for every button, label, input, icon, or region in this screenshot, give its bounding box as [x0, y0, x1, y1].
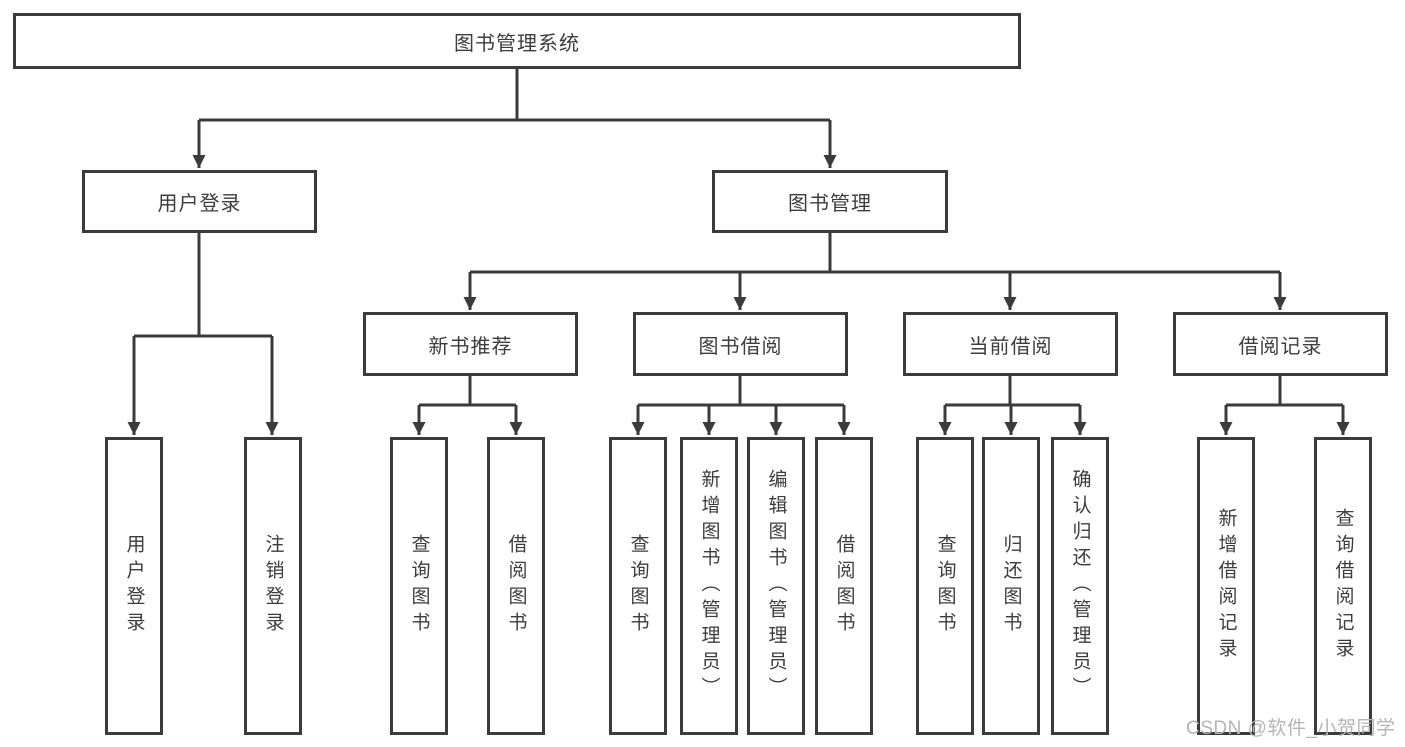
node-borrowing-records: 借阅记录 — [1173, 312, 1388, 376]
node-leaf-cb-return-books: 归还图书 — [982, 437, 1040, 735]
node-leaf-bb-edit-books-admin: 编辑图书（管理员） — [747, 437, 805, 735]
node-label: 借阅记录 — [1238, 335, 1323, 358]
connector-root-to-level2 — [192, 68, 837, 168]
node-label: 新书推荐 — [428, 335, 513, 358]
node-leaf-br-add-record: 新增借阅记录 — [1197, 437, 1255, 735]
node-label: 归还图书 — [1000, 534, 1022, 638]
node-label: 图书管理系统 — [454, 32, 580, 55]
node-current-borrowing: 当前借阅 — [903, 312, 1118, 376]
node-label: 查询图书 — [627, 534, 649, 638]
node-label: 编辑图书（管理员） — [765, 469, 787, 703]
node-label: 当前借阅 — [968, 335, 1053, 358]
node-label: 查询图书 — [408, 534, 430, 638]
node-leaf-nb-borrow-books: 借阅图书 — [487, 437, 545, 735]
node-label: 查询图书 — [934, 534, 956, 638]
node-book-borrowing: 图书借阅 — [633, 312, 848, 376]
connector-book-management-children — [463, 233, 1287, 310]
node-root-library-system: 图书管理系统 — [13, 13, 1021, 69]
node-label: 确认归还（管理员） — [1069, 469, 1091, 703]
node-book-management: 图书管理 — [712, 170, 948, 233]
node-label: 图书借阅 — [698, 335, 783, 358]
node-new-book-recommend: 新书推荐 — [363, 312, 578, 376]
connector-current-borrowing-children — [938, 376, 1087, 435]
node-leaf-bb-add-books-admin: 新增图书（管理员） — [680, 437, 738, 735]
node-user-login-branch: 用户登录 — [82, 170, 317, 233]
connector-book-borrowing-children — [631, 376, 851, 435]
node-label: 借阅图书 — [505, 534, 527, 638]
node-label: 用户登录 — [123, 534, 145, 638]
node-label: 新增图书（管理员） — [698, 469, 720, 703]
node-label: 借阅图书 — [833, 534, 855, 638]
connector-new-book-recommend-children — [412, 376, 523, 435]
node-leaf-nb-query-books: 查询图书 — [390, 437, 448, 735]
csdn-watermark: CSDN @软件_小贺同学 — [1186, 718, 1396, 739]
node-label: 新增借阅记录 — [1215, 508, 1237, 664]
node-leaf-cb-query-books: 查询图书 — [916, 437, 974, 735]
connector-borrowing-records-children — [1219, 376, 1350, 435]
node-leaf-bb-borrow-books: 借阅图书 — [815, 437, 873, 735]
node-label: 注销登录 — [262, 534, 284, 638]
node-leaf-logout: 注销登录 — [244, 437, 302, 735]
node-label: 图书管理 — [788, 193, 872, 215]
node-leaf-bb-query-books: 查询图书 — [609, 437, 667, 735]
node-leaf-br-query-record: 查询借阅记录 — [1314, 437, 1372, 735]
node-label: 用户登录 — [157, 193, 242, 215]
node-leaf-user-login: 用户登录 — [105, 437, 163, 735]
node-label: 查询借阅记录 — [1332, 508, 1354, 664]
connector-user-login-children — [127, 233, 279, 435]
node-leaf-cb-confirm-return-admin: 确认归还（管理员） — [1051, 437, 1109, 735]
